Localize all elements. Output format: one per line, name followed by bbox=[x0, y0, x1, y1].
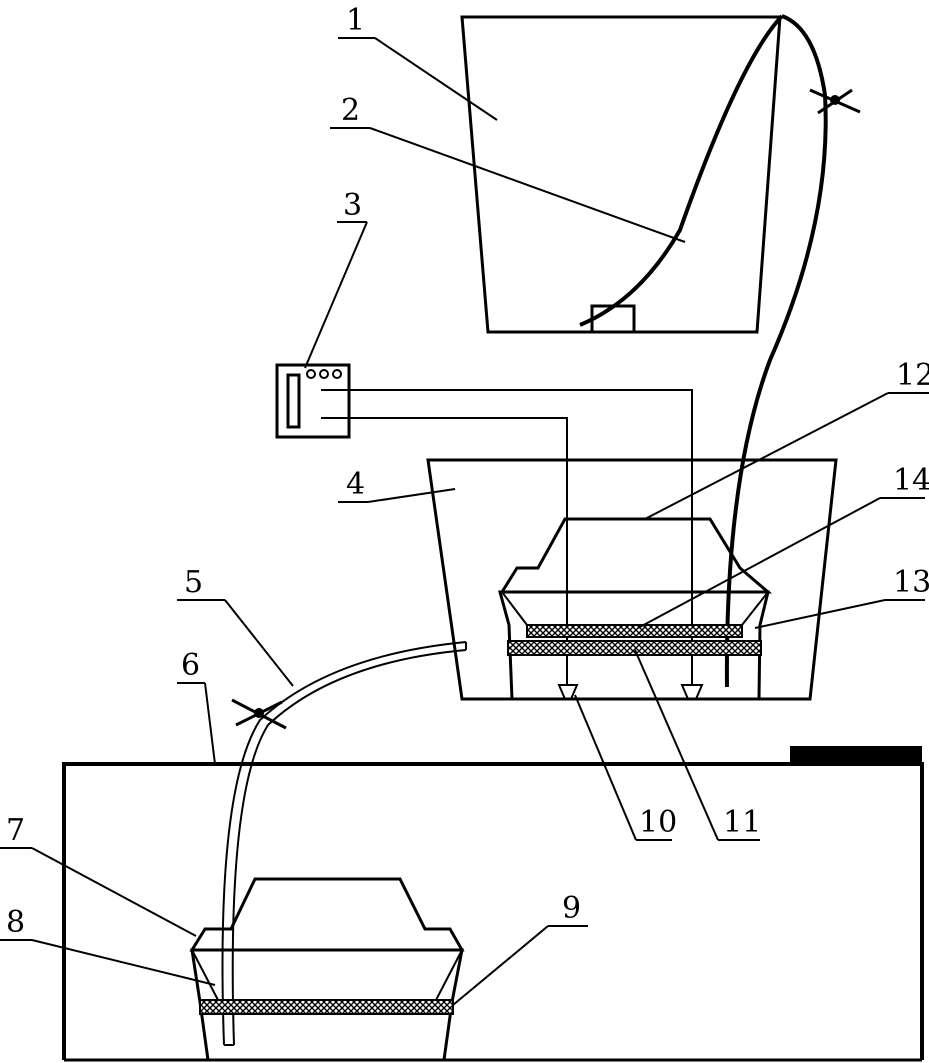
feed-hose bbox=[724, 14, 828, 688]
control-knob-2 bbox=[319, 369, 329, 379]
middle-tank bbox=[426, 458, 838, 701]
label-7: 7 bbox=[6, 813, 25, 848]
control-display bbox=[286, 373, 301, 429]
inlet-box bbox=[590, 304, 636, 334]
label-11: 11 bbox=[723, 805, 761, 840]
label-9: 9 bbox=[562, 891, 581, 926]
filter-layer-11 bbox=[507, 640, 762, 656]
label-2: 2 bbox=[341, 93, 360, 128]
outlet-pipe-outer bbox=[221, 641, 467, 1046]
filter-layer-14 bbox=[526, 624, 743, 638]
sensor-left bbox=[557, 684, 579, 700]
upper-tank bbox=[460, 15, 782, 334]
mold-top bbox=[499, 517, 773, 594]
control-knob-3 bbox=[332, 369, 342, 379]
label-3: 3 bbox=[343, 188, 362, 223]
filter-layer-9 bbox=[199, 999, 454, 1015]
wire-2 bbox=[321, 417, 568, 685]
valve-lower bbox=[231, 698, 287, 730]
control-knob-1 bbox=[306, 369, 316, 379]
label-12: 12 bbox=[896, 358, 929, 393]
valve-upper bbox=[809, 88, 861, 115]
label-1: 1 bbox=[346, 3, 365, 38]
tank-lid bbox=[790, 746, 922, 764]
label-10: 10 bbox=[639, 805, 677, 840]
outlet-pipe-inner bbox=[231, 649, 467, 1046]
label-6: 6 bbox=[181, 648, 200, 683]
label-8: 8 bbox=[6, 905, 25, 940]
inner-hose bbox=[579, 14, 784, 327]
label-13: 13 bbox=[893, 565, 929, 600]
label-14: 14 bbox=[893, 463, 929, 498]
bottom-tank bbox=[62, 762, 924, 1060]
label-5: 5 bbox=[184, 565, 203, 600]
sensor-right bbox=[680, 684, 704, 700]
label-4: 4 bbox=[346, 467, 365, 502]
wire-1 bbox=[321, 389, 693, 685]
lower-mold-top bbox=[189, 877, 465, 952]
control-box bbox=[275, 363, 351, 439]
leader-lines bbox=[0, 37, 929, 1006]
